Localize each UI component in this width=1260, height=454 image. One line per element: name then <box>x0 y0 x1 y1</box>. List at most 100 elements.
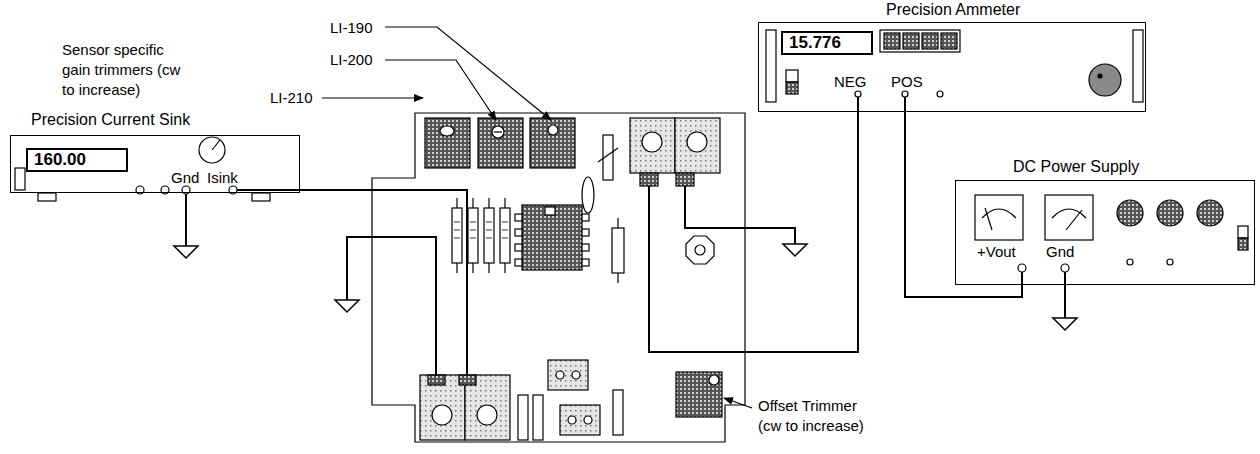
callout-note: Sensor specific gain trimmers (cw to inc… <box>62 40 182 100</box>
circuit-board-part <box>484 208 494 263</box>
circuit-board-part <box>548 125 558 135</box>
terminal-label: POS <box>891 73 923 91</box>
circuit-board-part <box>420 375 465 440</box>
terminal-label: NEG <box>834 73 867 91</box>
sensor-name: LI-190 <box>330 18 373 38</box>
circuit-board-part <box>548 360 588 390</box>
circuit-board-part <box>568 416 576 424</box>
instrument-details-part <box>1127 259 1133 265</box>
circuit-board-part <box>598 148 618 162</box>
circuit-board <box>372 113 745 442</box>
instrument-details-part <box>937 91 943 97</box>
circuit-board-part <box>687 132 707 152</box>
circuit-board-part <box>533 395 543 440</box>
circuit-board-part <box>676 173 694 186</box>
leader-lines-part <box>322 97 423 98</box>
circuit-board-part <box>675 118 720 173</box>
callout-note: Offset Trimmer (cw to increase) <box>758 396 883 436</box>
circuit-board-part <box>582 177 594 213</box>
current-sink-box: Precision Current Sink160.00GndIsink <box>10 135 300 193</box>
terminal-label: Gnd <box>1046 243 1074 261</box>
instrument-title: Precision Current Sink <box>31 110 190 129</box>
circuit-board-part <box>709 375 719 385</box>
circuit-board-part <box>425 118 470 168</box>
circuit-board-part <box>492 126 504 138</box>
circuit-board-part <box>457 198 505 273</box>
circuit-board-part <box>477 405 497 425</box>
circuit-board-part <box>459 375 476 385</box>
circuit-board-part <box>440 126 454 136</box>
circuit-board-part <box>556 371 564 379</box>
instrument-details-part <box>1098 74 1102 78</box>
circuit-board-part <box>432 405 452 425</box>
instrument-details-part <box>880 30 960 52</box>
leader-lines <box>322 27 752 408</box>
circuit-board-part <box>584 416 592 424</box>
circuit-board-part <box>676 372 722 417</box>
instrument-details-part <box>884 33 900 49</box>
instrument-details-part <box>212 140 220 150</box>
circuit-board-part <box>494 131 502 132</box>
instrument-title: DC Power Supply <box>1013 157 1139 176</box>
wires-part <box>904 97 906 112</box>
instrument-details-part <box>922 33 938 49</box>
display-reading: 160.00 <box>26 148 128 172</box>
wires-part <box>1064 272 1066 318</box>
instrument-details-part <box>1238 238 1248 250</box>
instrument-details-part <box>1018 264 1026 272</box>
instrument-details-part <box>902 91 908 97</box>
ground-symbols-part <box>174 246 198 258</box>
wire-connector <box>905 112 1022 297</box>
instrument-details-part <box>1167 259 1173 265</box>
circuit-board-part <box>686 236 714 264</box>
circuit-board-part <box>478 118 523 168</box>
power-supply-box: DC Power Supply+VoutGnd <box>955 180 1255 285</box>
wires-part <box>185 194 187 246</box>
circuit-board-part <box>372 113 745 442</box>
instrument-details-part <box>985 208 992 230</box>
circuit-board-part <box>468 208 478 263</box>
circuit-board-part <box>515 214 522 221</box>
circuit-board-part <box>642 132 662 152</box>
ground-symbols-part <box>335 300 359 312</box>
circuit-board-part <box>613 390 623 435</box>
wires-part <box>685 186 795 244</box>
display-reading: 15.776 <box>781 31 873 55</box>
instrument-details-part <box>786 70 798 82</box>
circuit-board-part <box>617 218 618 283</box>
wires <box>186 97 1065 376</box>
instrument-details-part <box>1066 210 1082 230</box>
circuit-board-part <box>572 371 580 379</box>
terminal-label: Gnd <box>171 169 199 187</box>
circuit-board-part <box>582 214 589 221</box>
ground-symbols-part <box>1053 318 1077 330</box>
circuit-board-part <box>582 244 589 251</box>
wires-part <box>237 190 467 376</box>
instrument-details-part <box>1089 64 1121 96</box>
wires-part <box>1021 272 1023 285</box>
instrument-details-part <box>15 168 25 190</box>
instrument-details-part <box>1133 30 1143 102</box>
circuit-board-part <box>630 118 675 173</box>
instrument-details-part <box>903 33 919 49</box>
circuit-board-part <box>640 173 658 186</box>
leader-lines-part <box>385 27 551 120</box>
wires-part <box>347 237 436 376</box>
instrument-title: Precision Ammeter <box>886 0 1020 19</box>
circuit-board-part <box>582 229 589 236</box>
sensor-name: LI-200 <box>330 50 373 70</box>
ammeter-box: Precision Ammeter15.776NEGPOS <box>758 22 1146 112</box>
instrument-details-part <box>38 193 56 201</box>
instrument-details-part <box>1117 200 1143 226</box>
ground-symbols <box>174 244 1077 330</box>
instrument-details-part <box>855 91 861 97</box>
circuit-board-part <box>428 375 445 385</box>
circuit-board-part <box>612 228 624 273</box>
circuit-board-part <box>695 245 705 255</box>
circuit-board-part <box>515 244 522 251</box>
terminal-label: +Vout <box>977 243 1016 261</box>
instrument-details-part <box>1238 226 1248 238</box>
instrument-details-part <box>1197 200 1223 226</box>
